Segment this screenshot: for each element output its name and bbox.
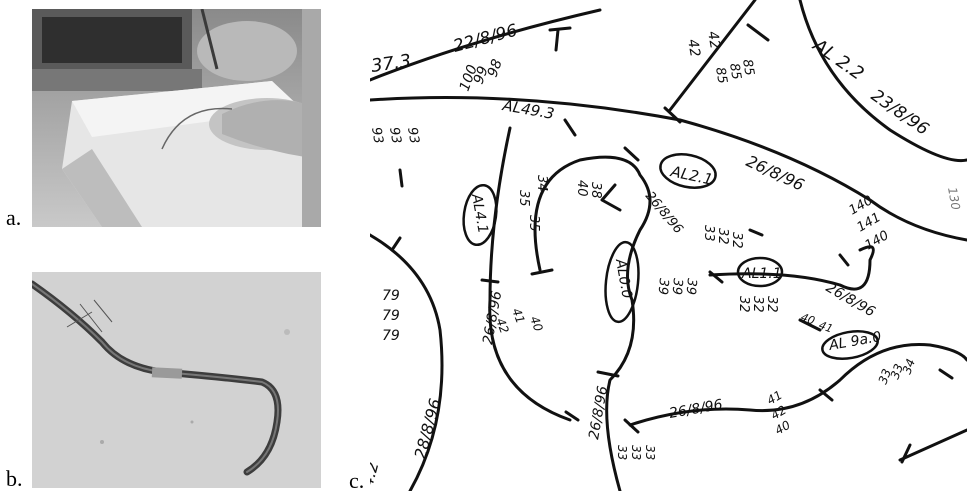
hand-drawn-tube-map: 37.3 22/8/96 100 99 98 42 42 85 85 85 AL…: [370, 0, 967, 491]
label-32-b: 32: [729, 232, 744, 249]
label-37-3: 37.3: [370, 51, 412, 77]
photo-a-marking-specimen: [32, 9, 321, 227]
label-93-b: 93: [386, 126, 404, 145]
label-35-a: 35: [516, 190, 531, 207]
label-35-b: 35: [526, 215, 541, 232]
panel-label-a: a.: [6, 205, 21, 231]
label-33-f: 33: [643, 445, 657, 460]
label-al4-1: AL4.1: [468, 192, 491, 235]
photo-b-tubing-specimen: [32, 272, 321, 488]
label-39-b: 39: [669, 278, 685, 296]
label-al1-1: AL1.1: [741, 266, 782, 282]
label-39-c: 39: [683, 278, 699, 296]
label-41-b: 41: [509, 306, 527, 325]
label-33-d: 33: [615, 445, 629, 460]
label-79-c: 79: [382, 328, 400, 344]
label-32-a: 32: [715, 228, 730, 245]
label-93-c: 93: [404, 126, 422, 145]
label-4-2: 4.2: [370, 460, 382, 490]
label-al-9a-0: AL 9a.0: [827, 329, 883, 354]
label-79-a: 79: [382, 288, 400, 304]
label-date-28-8-96: 28/8/96: [411, 397, 445, 462]
label-42-a: 42: [684, 38, 703, 58]
label-38: 38: [588, 182, 603, 199]
label-date-22-8-96: 22/8/96: [451, 21, 520, 57]
label-40-a: 40: [574, 180, 589, 197]
label-39-a: 39: [655, 278, 671, 296]
label-33-e: 33: [629, 445, 643, 460]
label-34: 34: [534, 175, 549, 192]
label-al49-3: AL49.3: [500, 96, 555, 123]
label-98: 98: [485, 57, 506, 79]
label-33-a: 33: [701, 225, 716, 242]
label-date-26-8-96-a: 26/8/96: [743, 151, 807, 194]
label-32-e: 32: [764, 296, 779, 313]
label-date-26-8-96-f: 26/8/96: [668, 397, 724, 422]
label-al-2-2: AL 2.2: [808, 34, 867, 84]
label-date-23-8-96: 23/8/96: [867, 86, 932, 140]
label-42-b: 42: [704, 30, 723, 50]
label-32-d: 32: [750, 296, 765, 313]
label-40-c: 40: [527, 314, 546, 333]
label-40-b: 40: [799, 311, 817, 328]
panel-label-c: c.: [349, 468, 364, 494]
label-93-a: 93: [370, 126, 386, 145]
label-85-c: 85: [739, 58, 757, 77]
label-41-a: 41: [817, 319, 835, 336]
label-al0-0: AL0.0: [612, 257, 635, 300]
label-date-26-8-96-c: 26/8/96: [823, 280, 878, 321]
panel-label-b: b.: [6, 466, 23, 492]
label-32-c: 32: [736, 296, 751, 313]
label-130: 130: [945, 186, 963, 211]
label-79-b: 79: [382, 308, 400, 324]
